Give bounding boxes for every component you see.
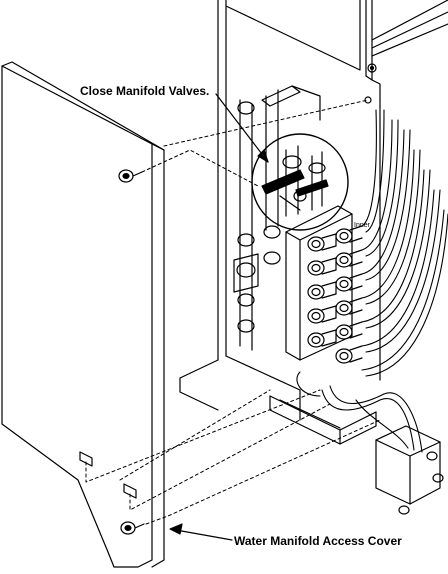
alignment-dashes	[85, 99, 381, 525]
cover-screw-top	[118, 169, 143, 183]
supply-hoses	[361, 109, 448, 377]
cover-screw-bottom	[120, 521, 145, 535]
valve-detail-circle	[251, 133, 349, 231]
outlet-block	[375, 425, 444, 515]
manifold-body	[285, 205, 353, 361]
panel-screw-side	[364, 96, 372, 104]
close-valves-callout: Close Manifold Valves.	[80, 84, 210, 98]
manifold-fittings	[307, 225, 363, 364]
left-pipe-run	[233, 85, 321, 351]
drip-tray	[269, 395, 377, 445]
inner-tag: Inner	[354, 222, 370, 229]
cover-leader	[169, 523, 233, 541]
lower-hoses	[296, 371, 423, 453]
cabinet-frame	[179, 0, 448, 421]
panel-screw-top	[367, 63, 377, 73]
valves-leader	[215, 93, 269, 163]
access-cover-panel	[1, 61, 165, 568]
access-cover-callout: Water Manifold Access Cover	[234, 534, 402, 548]
